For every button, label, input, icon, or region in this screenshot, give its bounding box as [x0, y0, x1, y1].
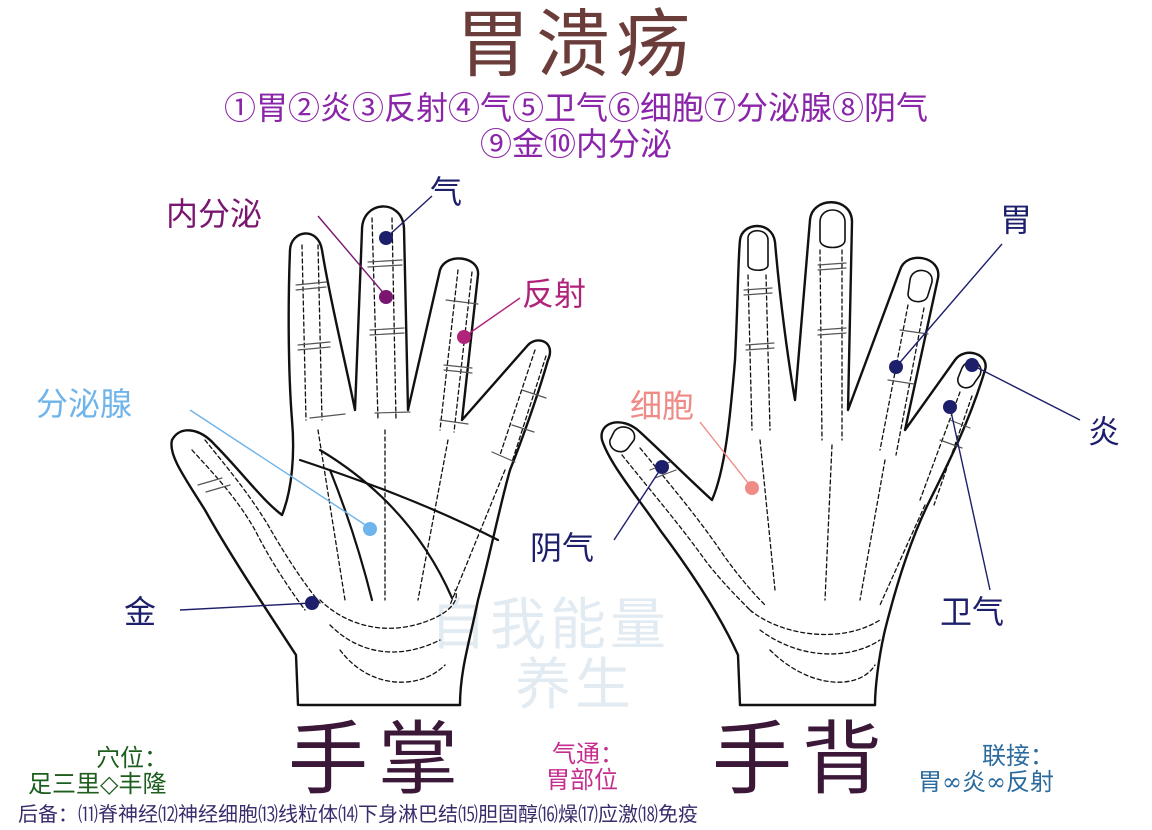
- back-pointers: [613, 243, 1081, 591]
- acupoint-heading: 穴位：: [96, 744, 168, 772]
- pointer-neifenmi: [317, 215, 387, 297]
- pointer-wei: [895, 243, 1003, 368]
- back-nail-thumb: [609, 426, 636, 453]
- pointer-xibao: [699, 421, 753, 489]
- back-bone-thumb: [621, 454, 753, 613]
- label-qi: 气: [430, 173, 463, 211]
- back-joint-index-2: [745, 342, 775, 351]
- qitong-heading: 气通：: [552, 740, 624, 768]
- palm-joint-middle-1: [367, 259, 403, 268]
- palm-pointers: [179, 195, 521, 611]
- pointer-qi: [385, 195, 433, 239]
- back-bone-middle: [819, 249, 843, 441]
- label-xibao: 细胞: [630, 387, 695, 425]
- back-metacarpals: [759, 439, 926, 606]
- palm-crease-1: [298, 458, 500, 542]
- back-carpals: [749, 609, 881, 683]
- pointer-jin: [179, 602, 313, 611]
- palm-bone-little: [499, 349, 547, 463]
- backup-list: 后备：⑾脊神经⑿神经细胞⒀线粒体⒁下身淋巴结⒂胆固醇⒃燥⒄应激⒅免疫: [18, 802, 698, 826]
- palm-title: 手掌: [288, 713, 468, 806]
- palm-joint-middle-2: [369, 327, 405, 336]
- watermark-line-2: 养生: [515, 653, 635, 718]
- point-yan: [965, 358, 979, 372]
- back-bone-little: [919, 391, 973, 506]
- palm-crease-3: [328, 468, 374, 602]
- link-value: 胃∞炎∞反射: [918, 768, 1054, 796]
- pointer-yan: [971, 364, 1081, 421]
- point-jin: [305, 596, 319, 610]
- legend-line-1: ①胃②炎③反射④气⑤卫气⑥细胞⑦分泌腺⑧阴气: [223, 89, 928, 127]
- point-wei: [889, 360, 903, 374]
- palm-bone-thumb: [191, 449, 306, 611]
- point-qi: [379, 231, 393, 245]
- legend-line-2: ⑨金⑩内分泌: [479, 125, 672, 163]
- back-title: 手背: [712, 713, 892, 806]
- palm-joint-thumb: [197, 477, 231, 493]
- palm-hand-illustration: [170, 205, 552, 707]
- palm-joint-base: [309, 411, 516, 463]
- page-title: 胃溃疡: [456, 2, 696, 88]
- back-nail-middle: [819, 209, 846, 249]
- palm-metacarpals: [317, 429, 506, 606]
- palm-joint-index-1: [295, 281, 327, 291]
- point-xibao: [745, 481, 759, 495]
- pointer-yinqi: [613, 466, 663, 541]
- back-nail-index: [747, 229, 769, 272]
- palm-carpals: [319, 589, 457, 683]
- pointer-fenmixian: [189, 409, 371, 529]
- back-bone-index: [747, 274, 771, 431]
- label-jin: 金: [124, 593, 157, 631]
- palm-points: [305, 231, 471, 610]
- label-weiqi: 卫气: [940, 593, 1005, 631]
- point-fenmixian: [363, 522, 377, 536]
- label-neifenmi: 内分泌: [166, 195, 263, 233]
- back-nail-ring: [907, 269, 933, 303]
- back-hand-illustration: [600, 201, 987, 707]
- link-heading: 联接：: [982, 742, 1054, 770]
- back-hand-outline: [600, 201, 987, 707]
- palm-bone-index: [301, 244, 323, 421]
- back-joint-ring: [887, 329, 929, 385]
- palm-hand-outline: [170, 205, 552, 707]
- point-fanshe: [457, 330, 471, 344]
- label-yinqi: 阴气: [530, 529, 595, 567]
- label-wei: 胃: [1000, 201, 1033, 239]
- pointer-fanshe: [463, 297, 521, 338]
- back-joint-index-1: [743, 287, 773, 296]
- back-bone-ring: [879, 304, 925, 456]
- qitong-value: 胃部位: [546, 766, 618, 794]
- palm-bone-ring: [439, 269, 473, 433]
- pointer-weiqi: [949, 406, 991, 591]
- palm-joint-ring: [443, 299, 479, 374]
- point-yinqi: [655, 460, 669, 474]
- acupoint-value: 足三里◇丰隆: [28, 770, 167, 798]
- back-joint-middle-1: [817, 262, 847, 271]
- label-fanshe: 反射: [522, 275, 587, 313]
- label-fenmixian: 分泌腺: [36, 385, 133, 423]
- palm-bone-thumb-b: [204, 439, 321, 604]
- palm-joint-little: [511, 389, 547, 433]
- point-weiqi: [943, 400, 957, 414]
- back-joint-middle-2: [817, 327, 847, 336]
- palm-crease-2: [318, 448, 454, 600]
- watermark-line-1: 自我能量: [430, 593, 670, 658]
- label-yan: 炎: [1088, 413, 1121, 451]
- palm-bone-middle: [371, 217, 397, 421]
- palm-joint-index-2: [297, 341, 331, 351]
- back-points: [655, 358, 979, 495]
- point-neifenmi: [379, 290, 393, 304]
